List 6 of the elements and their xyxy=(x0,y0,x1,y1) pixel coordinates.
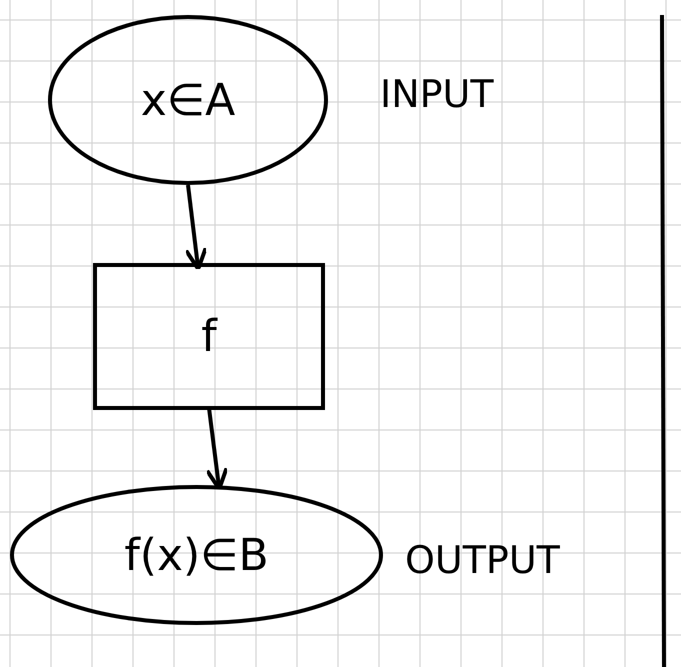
arrow xyxy=(184,184,208,271)
side-label: OUTPUT xyxy=(405,538,560,582)
node-label: f xyxy=(201,311,217,362)
side-label: INPUT xyxy=(380,72,494,116)
node-label: x∈A xyxy=(140,74,236,126)
node-label: f(x)∈B xyxy=(124,530,269,580)
